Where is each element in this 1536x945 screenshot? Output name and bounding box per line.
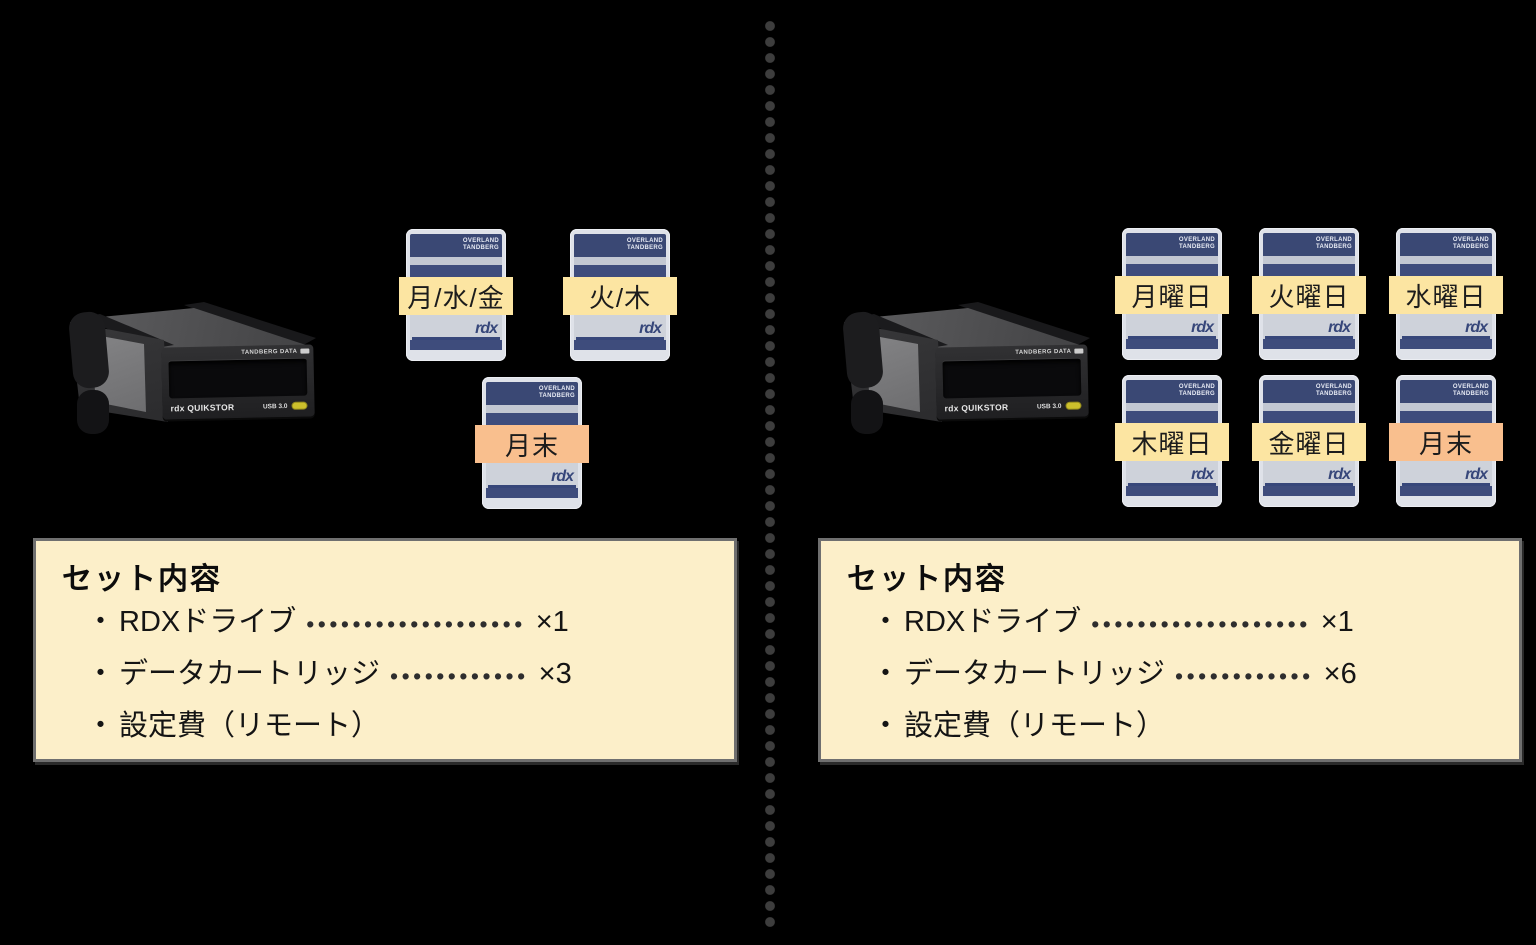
drive-rubber-bumper-top bbox=[67, 310, 111, 390]
rdx-quikstor-logo: rdx QUIKSTOR bbox=[170, 402, 235, 414]
set-contents-box-left: セット内容 ・ RDXドライブ ••••••••••••••••••• ×1 ・… bbox=[33, 538, 737, 762]
quantity: ×1 bbox=[1320, 606, 1354, 638]
set-item-setup-fee: ・ 設定費（リモート） bbox=[86, 710, 381, 742]
dotted-divider-line bbox=[765, 18, 775, 932]
drive-rubber-bumper-bottom bbox=[851, 390, 883, 434]
usb-label: USB 3.0 bbox=[1036, 402, 1062, 410]
drive-rubber-bumper-bottom bbox=[77, 390, 109, 434]
tandberg-data-logo: TANDBERG DATA bbox=[241, 348, 298, 356]
rdx-logo: rdx bbox=[1465, 319, 1488, 336]
rdx-drive-left: TANDBERG DATA rdx QUIKSTOR USB 3.0 bbox=[64, 302, 316, 462]
set-item-data-cartridge: ・ データカートリッジ •••••••••••• ×6 bbox=[871, 658, 1357, 690]
tandberg-data-logo: TANDBERG DATA bbox=[1015, 348, 1072, 356]
set-contents-title: セット内容 bbox=[847, 563, 1007, 596]
rdx-logo: rdx bbox=[551, 468, 574, 485]
leader-dots: ••••••••••••••••••• bbox=[1091, 610, 1311, 637]
cartridge-label: 火/木 bbox=[563, 277, 677, 315]
rdx-quikstor-logo: rdx QUIKSTOR bbox=[944, 402, 1009, 414]
eject-led-button bbox=[291, 401, 308, 410]
rdx-logo: rdx bbox=[1191, 466, 1214, 483]
leader-dots: ••••••••••••••••••• bbox=[306, 610, 526, 637]
set-item-rdx-drive: ・ RDXドライブ ••••••••••••••••••• ×1 bbox=[871, 606, 1354, 638]
set-item-setup-fee: ・ 設定費（リモート） bbox=[871, 710, 1166, 742]
rdx-logo: rdx bbox=[1328, 319, 1351, 336]
leader-dots: •••••••••••• bbox=[1175, 662, 1314, 689]
set-item-data-cartridge: ・ データカートリッジ •••••••••••• ×3 bbox=[86, 658, 572, 690]
usb-label: USB 3.0 bbox=[262, 402, 288, 410]
rdx-logo: rdx bbox=[1191, 319, 1214, 336]
rdx-logo: rdx bbox=[1328, 466, 1351, 483]
set-item-rdx-drive: ・ RDXドライブ ••••••••••••••••••• ×1 bbox=[86, 606, 569, 638]
quantity: ×3 bbox=[538, 658, 572, 690]
cartridge-label: 月末 bbox=[475, 425, 589, 463]
set-contents-title: セット内容 bbox=[62, 563, 222, 596]
cartridge-label: 水曜日 bbox=[1389, 276, 1503, 314]
set-contents-box-right: セット内容 ・ RDXドライブ ••••••••••••••••••• ×1 ・… bbox=[818, 538, 1522, 762]
drive-cartridge-slot bbox=[168, 357, 308, 399]
cartridge-label: 火曜日 bbox=[1252, 276, 1366, 314]
rdx-logo: rdx bbox=[639, 320, 662, 337]
cartridge-label: 月末 bbox=[1389, 423, 1503, 461]
drive-faceplate: TANDBERG DATA rdx QUIKSTOR USB 3.0 bbox=[161, 344, 315, 420]
rdx-drive-right: TANDBERG DATA rdx QUIKSTOR USB 3.0 bbox=[838, 302, 1090, 462]
drive-badge-icon bbox=[1074, 348, 1084, 354]
quantity: ×6 bbox=[1323, 658, 1357, 690]
drive-badge-icon bbox=[300, 348, 310, 354]
eject-led-button bbox=[1065, 401, 1082, 410]
rdx-logo: rdx bbox=[475, 320, 498, 337]
cartridge-label: 月/水/金 bbox=[399, 277, 513, 315]
cartridge-label: 木曜日 bbox=[1115, 423, 1229, 461]
quantity: ×1 bbox=[535, 606, 569, 638]
cartridge-label: 月曜日 bbox=[1115, 276, 1229, 314]
drive-cartridge-slot bbox=[942, 357, 1082, 399]
cartridge-label: 金曜日 bbox=[1252, 423, 1366, 461]
drive-faceplate: TANDBERG DATA rdx QUIKSTOR USB 3.0 bbox=[935, 344, 1089, 420]
drive-rubber-bumper-top bbox=[841, 310, 885, 390]
rdx-logo: rdx bbox=[1465, 466, 1488, 483]
leader-dots: •••••••••••• bbox=[390, 662, 529, 689]
